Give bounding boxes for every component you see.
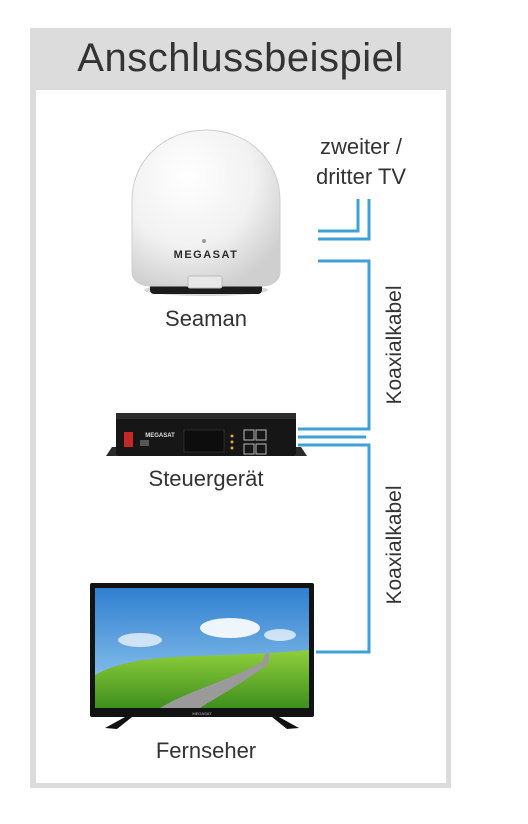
secondary-tv-label-line1: zweiter / <box>320 134 402 159</box>
coax-cables <box>298 199 371 654</box>
cable-label-lower: Koaxialkabel <box>383 485 406 605</box>
diagram-title: Anschlussbeispiel <box>77 36 404 80</box>
cable-controller-to-tv <box>298 443 371 654</box>
tv-brand: MEGASAT <box>192 711 212 716</box>
controller-label: Steuergerät <box>148 466 264 491</box>
seaman-brand: MEGASAT <box>174 249 239 261</box>
controller-device: MEGASAT <box>106 413 307 456</box>
cable-label-upper: Koaxialkabel <box>383 285 406 405</box>
seaman-label: Seaman <box>165 306 247 331</box>
controller-brand: MEGASAT <box>145 433 175 439</box>
tv-device: MEGASAT <box>90 583 314 729</box>
cable-seaman-to-controller <box>298 259 371 431</box>
seaman-antenna: MEGASAT <box>131 129 281 296</box>
tv-label: Fernseher <box>155 738 257 763</box>
secondary-tv-label-line2: dritter TV <box>315 164 407 189</box>
secondary-tv-cable-2 <box>318 199 371 241</box>
secondary-tv-cable-1 <box>318 199 360 233</box>
